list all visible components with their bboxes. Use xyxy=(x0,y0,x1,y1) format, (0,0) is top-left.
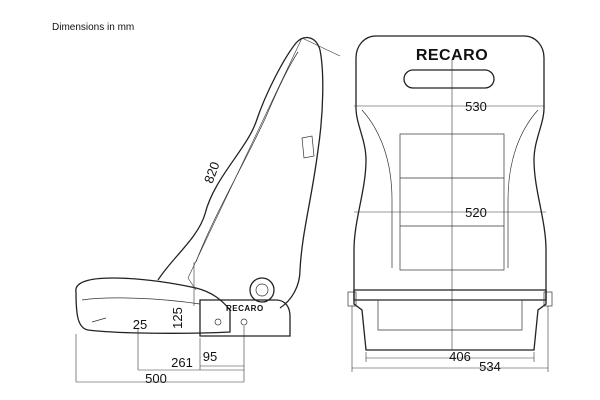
mount-bolt-front xyxy=(214,318,222,326)
front-seat-bolster xyxy=(377,299,523,331)
dim-seat-height-label: 25 xyxy=(133,317,147,332)
dim-height-label: 820 xyxy=(201,160,223,186)
side-adjust-lever xyxy=(301,135,315,159)
dim-hip-label: 261 xyxy=(171,355,193,370)
side-bracket xyxy=(199,299,291,337)
dim-shoulder-label: 530 xyxy=(465,99,487,114)
front-left-wing xyxy=(361,109,393,268)
dim-base-label: 406 xyxy=(449,349,471,364)
front-right-wing xyxy=(507,109,539,268)
dim-slider-height-label: 125 xyxy=(170,307,185,329)
front-view: RECARO 530 520 406 534 xyxy=(347,35,553,374)
dim-ext-bottom xyxy=(187,277,197,291)
dim-line-height xyxy=(187,37,303,279)
recliner-knob xyxy=(249,277,275,303)
front-backrest-outline xyxy=(353,35,547,301)
recliner-hub xyxy=(255,283,269,297)
side-seat-cushion xyxy=(75,277,231,334)
dim-total-depth-label: 500 xyxy=(145,371,167,386)
dim-mid-label: 520 xyxy=(465,205,487,220)
front-logo: RECARO xyxy=(416,47,488,64)
side-cushion-handle xyxy=(91,317,107,323)
dim-ext-top xyxy=(301,37,341,57)
side-view: RECARO 820 125 25 95 261 500 xyxy=(75,36,341,386)
dim-rail-spacing-label: 95 xyxy=(203,349,217,364)
side-backrest-outline xyxy=(157,36,324,309)
side-backrest-inner-line xyxy=(195,51,299,263)
side-logo: RECARO xyxy=(226,304,264,313)
mount-bolt-rear xyxy=(240,318,248,326)
front-seat-cushion xyxy=(353,289,547,351)
dim-total-width-label: 534 xyxy=(479,359,501,374)
side-cushion-seam xyxy=(81,297,201,305)
dimensions-heading: Dimensions in mm xyxy=(52,22,135,33)
harness-slot xyxy=(403,69,495,89)
